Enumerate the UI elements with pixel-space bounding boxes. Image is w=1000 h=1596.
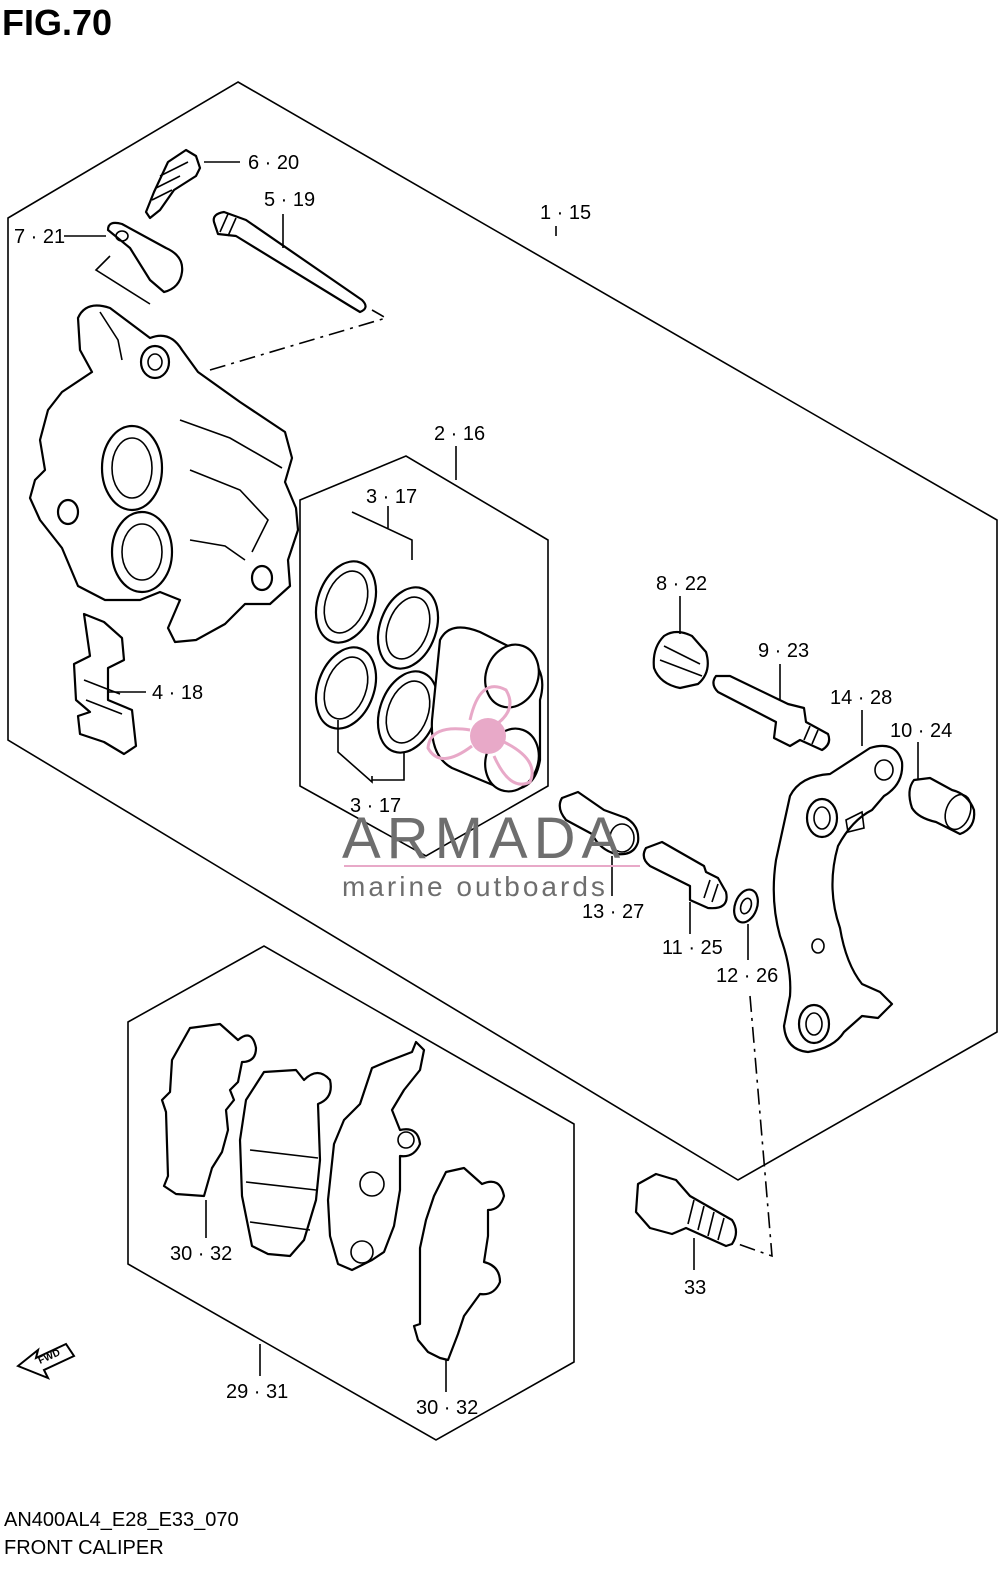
pad-right	[326, 1040, 426, 1272]
callout-5-19: 5 · 19	[264, 189, 315, 211]
caliper-assembly-boundary	[7, 81, 998, 1181]
watermark-tagline: marine outboards	[342, 871, 608, 902]
callout-12-26: 12 · 26	[716, 965, 778, 987]
pistons	[430, 626, 544, 793]
brake-pad-boundary	[127, 945, 575, 1441]
callout-1-15: 1 · 15	[540, 202, 591, 224]
pad-spring	[72, 612, 146, 756]
callout-14-28: 14 · 28	[830, 687, 892, 709]
pin-9-23	[712, 664, 831, 752]
callout-30-32-right: 30 · 32	[416, 1397, 478, 1419]
callout-9-23: 9 · 23	[758, 640, 809, 662]
bracket-14-28	[772, 710, 904, 1054]
figure-caption: FRONT CALIPER	[4, 1537, 164, 1559]
callout-8-22: 8 · 22	[656, 573, 707, 595]
fwd-arrow-icon: FWD	[16, 1342, 76, 1380]
caliper-body	[28, 304, 300, 644]
bleeder-cap	[64, 221, 184, 305]
callout-30-32-left: 30 · 32	[170, 1243, 232, 1265]
caliper-pin	[209, 210, 389, 371]
callout-3-17-bottom: 3 · 17	[350, 795, 401, 817]
shim-right	[412, 1166, 506, 1392]
callout-3-17-top: 3 · 17	[366, 486, 417, 508]
pin-11-25	[642, 840, 728, 934]
boot-8-22	[652, 596, 709, 690]
bolt-assembly-line	[737, 995, 773, 1258]
figure-title: FIG.70	[2, 2, 113, 43]
washer-12-26	[733, 888, 759, 960]
callout-4-18: 4 · 18	[152, 682, 203, 704]
callout-7-21: 7 · 21	[14, 226, 65, 248]
callout-6-20: 6 · 20	[248, 152, 299, 174]
boot-10-24	[908, 742, 976, 836]
boot-13-27	[558, 790, 640, 896]
watermark-brand: ARMADA	[342, 806, 626, 871]
callout-13-27: 13 · 27	[582, 901, 644, 923]
callout-10-24: 10 · 24	[890, 720, 952, 742]
callout-11-25: 11 · 25	[662, 937, 723, 959]
model-code: AN400AL4_E28_E33_070	[4, 1509, 239, 1531]
pad-left	[238, 1068, 332, 1258]
callout-33: 33	[684, 1277, 706, 1299]
watermark-logo	[426, 685, 534, 786]
callout-29-31: 29 · 31	[226, 1381, 288, 1403]
piston-seals	[314, 506, 440, 784]
callout-2-16: 2 · 16	[434, 423, 485, 445]
seal-kit-boundary	[299, 455, 549, 857]
shim-left	[160, 1022, 258, 1238]
bolt-33	[634, 1172, 738, 1270]
bleeder-valve	[144, 148, 240, 220]
